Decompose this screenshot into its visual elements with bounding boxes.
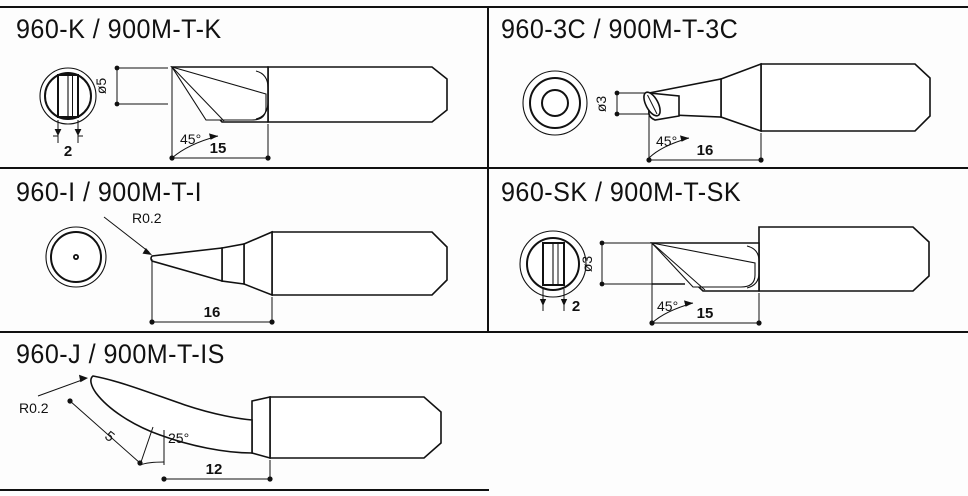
dim-label-length-960-3c: 16 bbox=[697, 142, 714, 159]
front-view-960-3c bbox=[522, 70, 588, 136]
panel-960-sk: 960-SK / 900M-T-SK 2 bbox=[489, 169, 968, 331]
dim-diameter-960-sk: ø3 bbox=[579, 240, 652, 287]
dim-thickness-960-k: 2 bbox=[53, 120, 83, 160]
dim-label-length-960-i: 16 bbox=[204, 304, 221, 321]
tip-960-k bbox=[170, 66, 269, 123]
dim-radius-960-j: R0.2 bbox=[19, 374, 88, 416]
dim-length-960-k: 15 bbox=[169, 124, 271, 161]
dim-diameter-960-k: ø5 bbox=[93, 65, 168, 107]
column-divider bbox=[487, 6, 489, 331]
dim-label-bend-length-960-j: 5 bbox=[102, 427, 118, 445]
drawing-960-k: 2 ø5 bbox=[39, 65, 448, 161]
drawing-960-i: R0.2 16 bbox=[45, 210, 448, 325]
dim-length-960-i: 16 bbox=[149, 259, 275, 325]
dim-radius-960-i: R0.2 bbox=[103, 210, 162, 255]
tip-960-3c bbox=[643, 62, 762, 133]
body-960-3c bbox=[760, 63, 931, 132]
dim-angle-960-sk: 45° bbox=[651, 243, 694, 324]
dim-label-radius-960-i: R0.2 bbox=[132, 210, 162, 226]
sheet-top-border bbox=[0, 6, 968, 8]
dim-label-length-960-sk: 15 bbox=[697, 305, 714, 322]
dim-label-angle-960-sk: 45° bbox=[657, 298, 678, 314]
front-view-960-sk bbox=[519, 230, 587, 298]
tip-960-j bbox=[90, 375, 271, 460]
panel-title-960-sk: 960-SK / 900M-T-SK bbox=[501, 177, 742, 207]
body-960-j bbox=[269, 396, 442, 459]
panel-960-k: 960-K / 900M-T-K 2 bbox=[0, 6, 487, 167]
panel-title-960-i: 960-I / 900M-T-I bbox=[16, 177, 203, 207]
panel-960-i: 960-I / 900M-T-I R0.2 bbox=[0, 169, 487, 331]
dim-angle-960-3c: 45° bbox=[648, 114, 690, 159]
tip-960-sk bbox=[649, 242, 760, 292]
body-960-k bbox=[267, 66, 448, 123]
sheet-bottom-border bbox=[0, 489, 489, 491]
dim-diameter-960-3c: ø3 bbox=[593, 90, 652, 117]
dim-label-radius-960-j: R0.2 bbox=[19, 400, 49, 416]
dim-label-bend-angle-960-j: 25° bbox=[168, 430, 189, 446]
dim-length-960-sk: 15 bbox=[649, 293, 762, 326]
dim-label-angle-960-k: 45° bbox=[180, 131, 201, 147]
dim-label-length-960-k: 15 bbox=[210, 140, 227, 157]
dim-label-diameter-960-sk: ø3 bbox=[579, 256, 595, 273]
dim-label-thickness-960-k: 2 bbox=[64, 143, 72, 160]
panel-960-j: 960-J / 900M-T-IS R0.2 5 bbox=[0, 333, 487, 489]
dim-label-diameter-960-k: ø5 bbox=[93, 78, 109, 95]
panel-960-3c: 960-3C / 900M-T-3C ø3 bbox=[489, 6, 968, 167]
drawing-960-3c: ø3 45° bbox=[522, 62, 931, 163]
tip-960-i bbox=[150, 230, 273, 297]
dim-label-diameter-960-3c: ø3 bbox=[593, 96, 609, 113]
body-960-i bbox=[271, 231, 448, 296]
drawing-960-j: R0.2 5 25° bbox=[19, 374, 442, 482]
panel-title-960-k: 960-K / 900M-T-K bbox=[16, 14, 222, 44]
drawing-960-sk: 2 ø3 bbox=[519, 226, 930, 326]
dim-length-960-3c: 16 bbox=[646, 133, 764, 163]
dim-length-960-j: 12 bbox=[161, 460, 273, 482]
body-960-sk bbox=[758, 226, 930, 292]
dim-thickness-960-sk: 2 bbox=[539, 289, 580, 315]
panel-title-960-j: 960-J / 900M-T-IS bbox=[16, 339, 225, 369]
dim-label-length-960-j: 12 bbox=[206, 461, 223, 478]
row-divider-2 bbox=[0, 331, 968, 333]
dim-label-thickness-960-sk: 2 bbox=[572, 298, 580, 315]
dim-label-angle-960-3c: 45° bbox=[656, 133, 677, 149]
panel-title-960-3c: 960-3C / 900M-T-3C bbox=[501, 14, 739, 44]
front-view-960-k bbox=[39, 67, 97, 125]
front-view-960-i bbox=[45, 226, 107, 288]
dim-bend-angle-960-j: 25° bbox=[139, 426, 189, 466]
dim-angle-960-k: 45° bbox=[171, 67, 219, 159]
row-divider-1 bbox=[0, 167, 968, 169]
